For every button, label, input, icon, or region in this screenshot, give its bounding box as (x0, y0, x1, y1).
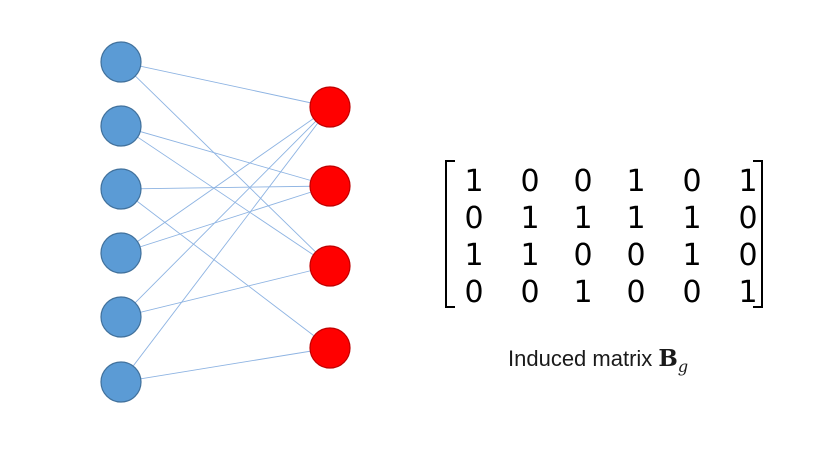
edge-L5-R1 (120, 106, 331, 318)
edge-L5-R3 (120, 265, 331, 318)
matrix-cell: 1 (626, 201, 646, 236)
matrix-cell: 0 (626, 275, 646, 310)
edge-L3-R2 (120, 185, 331, 190)
matrix-cell: 1 (738, 164, 758, 199)
matrix-cell: 1 (520, 201, 540, 236)
left-node-L1 (100, 41, 142, 83)
matrix-left-bracket (445, 160, 455, 308)
right-node-R4 (309, 327, 351, 369)
bipartite-graph (100, 41, 351, 403)
edge-L2-R2 (120, 125, 331, 187)
caption-symbol: B (658, 345, 678, 372)
right-node-R1 (309, 86, 351, 128)
matrix-cell: 1 (738, 275, 758, 310)
left-node-L6 (100, 361, 142, 403)
edge-L3-R4 (120, 188, 331, 349)
matrix-cell: 0 (520, 164, 540, 199)
edge-L6-R4 (120, 347, 331, 383)
matrix-caption: Induced matrix Bg (508, 345, 688, 376)
right-node-R2 (309, 165, 351, 207)
edge-L4-R2 (120, 185, 331, 254)
matrix-cell: 0 (464, 275, 484, 310)
edge-L4-R1 (120, 106, 331, 254)
left-node-L5 (100, 296, 142, 338)
left-node-L4 (100, 232, 142, 274)
matrix-cell: 0 (520, 275, 540, 310)
matrix-cell: 1 (682, 201, 702, 236)
graph-nodes (100, 41, 351, 403)
left-node-L3 (100, 168, 142, 210)
edge-L1-R3 (120, 61, 331, 267)
matrix-cell: 1 (573, 275, 593, 310)
matrix-cell: 0 (738, 238, 758, 273)
left-node-L2 (100, 105, 142, 147)
caption-text: Induced matrix (508, 346, 659, 371)
matrix-cell: 0 (682, 164, 702, 199)
graph-edges (120, 61, 331, 383)
matrix-cell: 0 (573, 164, 593, 199)
edge-L2-R3 (120, 125, 331, 267)
matrix-cell: 0 (626, 238, 646, 273)
matrix-cell: 1 (682, 238, 702, 273)
matrix-cell: 1 (520, 238, 540, 273)
caption-subscript: g (677, 357, 689, 376)
matrix-cell: 0 (738, 201, 758, 236)
matrix-cell: 1 (464, 164, 484, 199)
edge-L1-R1 (120, 61, 331, 108)
matrix-cell: 1 (573, 201, 593, 236)
matrix-cell: 0 (464, 201, 484, 236)
matrix-cell: 0 (682, 275, 702, 310)
right-node-R3 (309, 245, 351, 287)
matrix-right-bracket (753, 160, 763, 308)
matrix-cell: 1 (626, 164, 646, 199)
edge-L6-R1 (120, 106, 331, 383)
matrix-cell: 1 (464, 238, 484, 273)
matrix-cell: 0 (573, 238, 593, 273)
